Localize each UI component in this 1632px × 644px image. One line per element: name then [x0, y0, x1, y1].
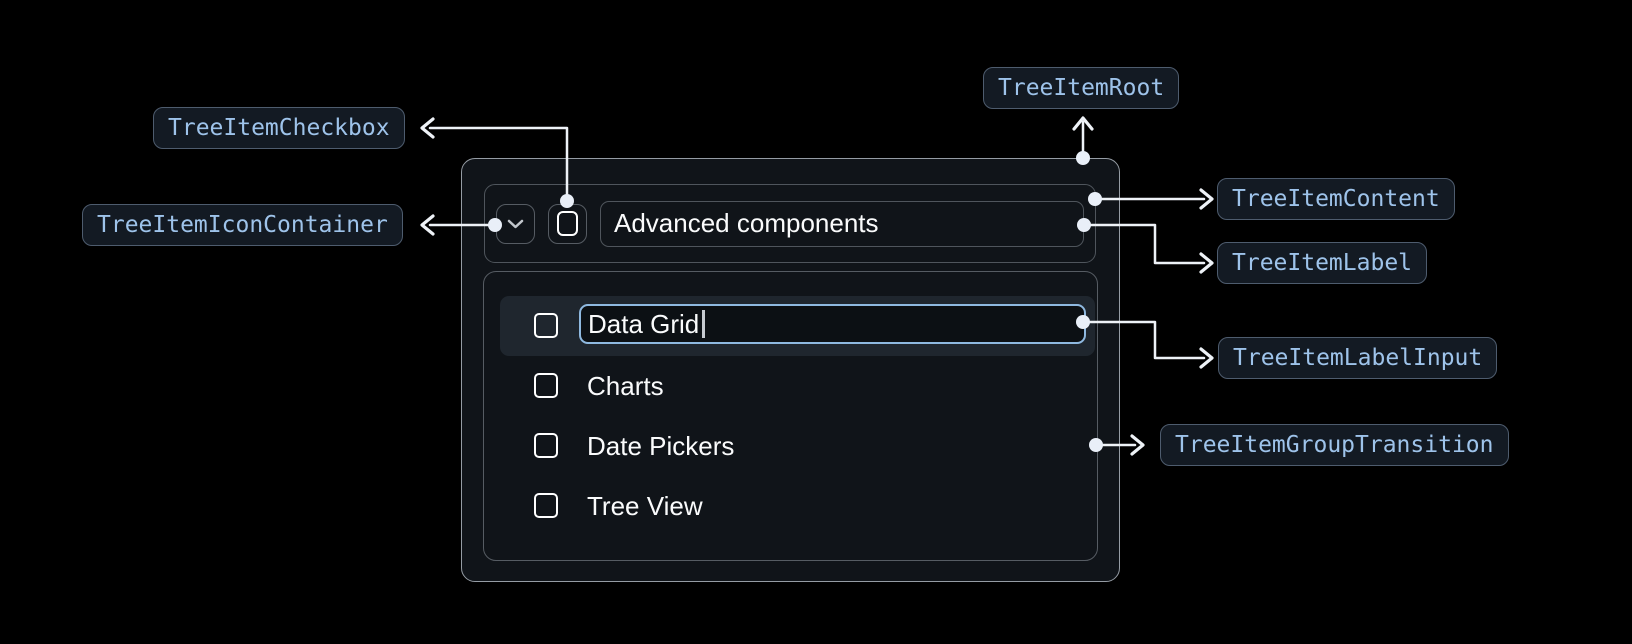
chevron-down-icon: [507, 219, 524, 229]
badge-tree-item-content: TreeItemContent: [1217, 178, 1455, 220]
badge-tree-item-content-label: TreeItemContent: [1232, 186, 1440, 212]
tree-row-charts[interactable]: Charts: [500, 356, 1095, 416]
badge-tree-item-icon-container: TreeItemIconContainer: [82, 204, 403, 246]
badge-tree-item-label-label: TreeItemLabel: [1232, 250, 1413, 276]
badge-tree-item-icon-container-label: TreeItemIconContainer: [97, 212, 388, 238]
badge-tree-item-root: TreeItemRoot: [983, 67, 1180, 109]
tree-row-label: Charts: [587, 370, 664, 401]
checkbox-unchecked-icon[interactable]: [534, 433, 558, 458]
tree-row-tree-view[interactable]: Tree View: [500, 476, 1095, 536]
tree-item-label-text: Advanced components: [614, 208, 879, 238]
label-input-value: Data Grid: [588, 308, 700, 339]
tree-item-content[interactable]: Advanced components: [484, 184, 1096, 263]
badge-tree-item-label: TreeItemLabel: [1217, 242, 1428, 284]
tree-item-icon-container[interactable]: [496, 203, 535, 244]
tree-item-checkbox[interactable]: [548, 203, 587, 244]
tree-item-root: Advanced components Data Grid Charts Dat…: [461, 158, 1120, 582]
text-cursor: [702, 310, 705, 338]
badge-tree-item-root-label: TreeItemRoot: [998, 75, 1165, 101]
tree-item-label[interactable]: Advanced components: [600, 200, 1084, 247]
badge-tree-item-label-input: TreeItemLabelInput: [1218, 337, 1498, 379]
badge-tree-item-group-transition: TreeItemGroupTransition: [1160, 424, 1509, 466]
tree-row-label: Tree View: [587, 490, 703, 521]
badge-tree-item-label-input-label: TreeItemLabelInput: [1233, 345, 1483, 371]
tree-row-data-grid[interactable]: Data Grid: [500, 296, 1095, 356]
tree-row-date-pickers[interactable]: Date Pickers: [500, 416, 1095, 476]
badge-tree-item-checkbox: TreeItemCheckbox: [153, 107, 405, 149]
checkbox-unchecked-icon: [557, 211, 578, 236]
checkbox-unchecked-icon[interactable]: [534, 493, 558, 518]
tree-item-label-input[interactable]: Data Grid: [579, 304, 1086, 344]
checkbox-unchecked-icon[interactable]: [534, 373, 558, 398]
checkbox-unchecked-icon[interactable]: [534, 313, 558, 338]
badge-tree-item-group-transition-label: TreeItemGroupTransition: [1175, 432, 1494, 458]
tree-item-group-transition: Data Grid Charts Date Pickers Tree View: [483, 271, 1098, 561]
badge-tree-item-checkbox-label: TreeItemCheckbox: [168, 115, 390, 141]
tree-row-label: Date Pickers: [587, 430, 735, 461]
